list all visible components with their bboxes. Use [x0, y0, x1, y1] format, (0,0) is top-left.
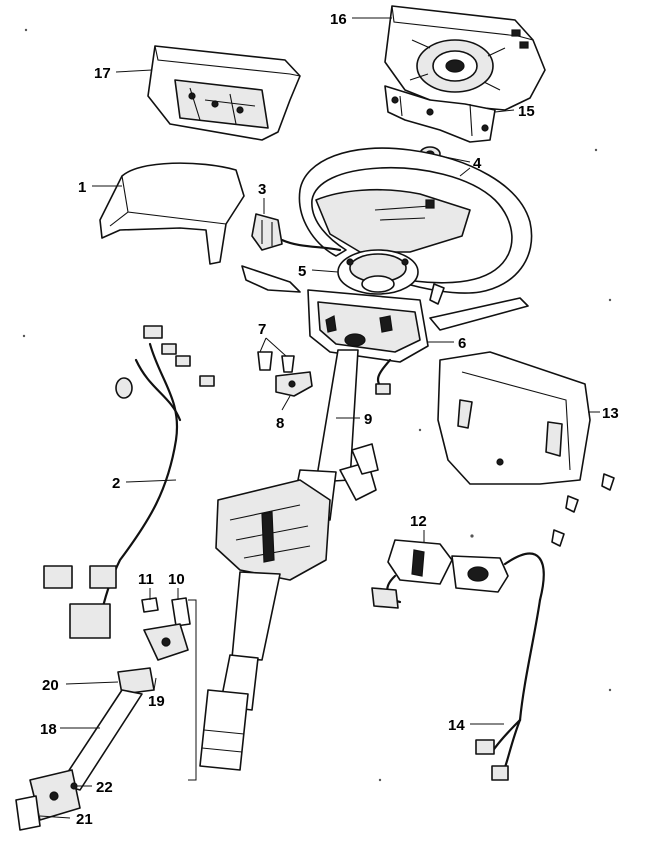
steering-wheel-part [298, 147, 533, 294]
column-shroud-lower-part [437, 351, 591, 485]
label-5: 5 [298, 263, 306, 280]
label-16: 16 [330, 11, 347, 28]
label-3: 3 [258, 181, 266, 198]
label-13: 13 [602, 405, 619, 422]
ignition-switch-part [371, 539, 545, 609]
switch-connector-part [251, 213, 342, 252]
label-6: 6 [458, 335, 466, 352]
part-labels: 16 17 15 4 1 3 5 6 7 8 9 13 12 2 11 10 2… [40, 11, 619, 828]
lower-universal-joint-part [15, 769, 81, 831]
intermediate-shaft-part [59, 689, 143, 791]
shroud-screws-part [551, 473, 615, 547]
steering-column-part [199, 349, 379, 771]
column-cover-upper-part [147, 45, 301, 141]
screw-part [429, 283, 445, 305]
label-1: 1 [78, 179, 86, 196]
label-14: 14 [448, 717, 465, 734]
label-21: 21 [76, 811, 93, 828]
label-4: 4 [473, 155, 482, 172]
universal-joint-part [117, 597, 191, 695]
label-12: 12 [410, 513, 427, 530]
clamp-part [275, 371, 313, 397]
main-harness-part [43, 325, 215, 639]
label-19: 19 [148, 693, 165, 710]
label-18: 18 [40, 721, 57, 738]
label-7: 7 [258, 321, 266, 338]
label-9: 9 [364, 411, 372, 428]
airbag-module-part [384, 5, 546, 111]
mounting-bracket-part [384, 85, 496, 143]
switch-screws-part [257, 351, 295, 373]
label-8: 8 [276, 415, 284, 432]
leader-lines [39, 17, 600, 819]
label-11: 11 [138, 571, 154, 588]
label-17: 17 [94, 65, 111, 82]
label-2: 2 [112, 475, 120, 492]
label-20: 20 [42, 677, 59, 694]
rotary-coupler-part [337, 249, 419, 295]
label-10: 10 [168, 571, 185, 588]
column-shroud-upper-part [99, 162, 245, 265]
label-22: 22 [96, 779, 113, 796]
label-15: 15 [518, 103, 535, 120]
ignition-harness-part [475, 598, 542, 781]
combination-switch-part [241, 265, 529, 395]
